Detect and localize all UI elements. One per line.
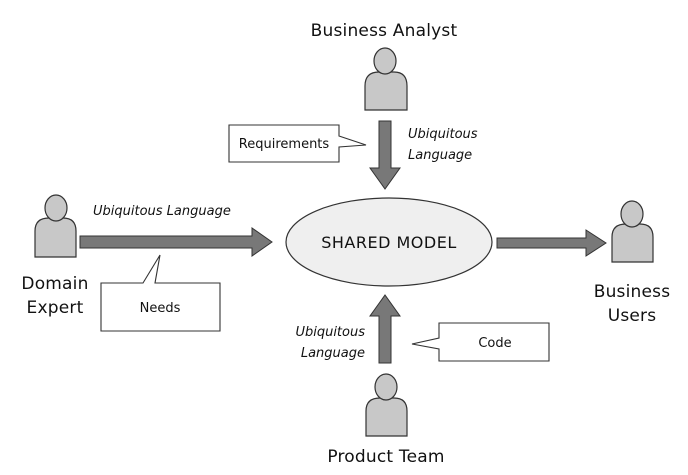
business-users-label-line2: Users bbox=[608, 306, 657, 326]
domain-expert-label-line2: Expert bbox=[27, 298, 84, 318]
flow-label-left: Ubiquitous Language bbox=[93, 204, 231, 219]
domain-expert-label-line1: Domain bbox=[21, 274, 88, 294]
needs-note: Needs bbox=[100, 254, 221, 332]
domain-expert-person-icon bbox=[34, 194, 77, 258]
flow-label-bottom-line1: Ubiquitous bbox=[295, 325, 365, 340]
business-analyst-label: Business Analyst bbox=[311, 21, 458, 41]
flow-label-top-line1: Ubiquitous bbox=[408, 127, 478, 142]
needs-note-text: Needs bbox=[140, 301, 181, 316]
arrow-team-to-model bbox=[369, 294, 401, 364]
flow-label-bottom-line2: Language bbox=[301, 346, 365, 361]
requirements-note-text: Requirements bbox=[239, 137, 330, 152]
arrow-analyst-to-model bbox=[369, 120, 401, 190]
flow-label-top-line2: Language bbox=[408, 148, 472, 163]
shared-model-label: SHARED MODEL bbox=[321, 233, 457, 252]
business-users-person-icon bbox=[611, 200, 654, 263]
product-team-person-icon bbox=[365, 373, 408, 437]
arrow-expert-to-model bbox=[79, 227, 273, 257]
code-note-text: Code bbox=[478, 336, 511, 351]
requirements-note: Requirements bbox=[228, 124, 367, 163]
business-analyst-person-icon bbox=[364, 47, 408, 111]
business-users-label-line1: Business bbox=[594, 282, 671, 302]
product-team-label: Product Team bbox=[327, 447, 444, 467]
arrow-model-to-users bbox=[496, 229, 607, 257]
shared-model-node: SHARED MODEL bbox=[285, 197, 493, 287]
code-note: Code bbox=[411, 322, 550, 362]
